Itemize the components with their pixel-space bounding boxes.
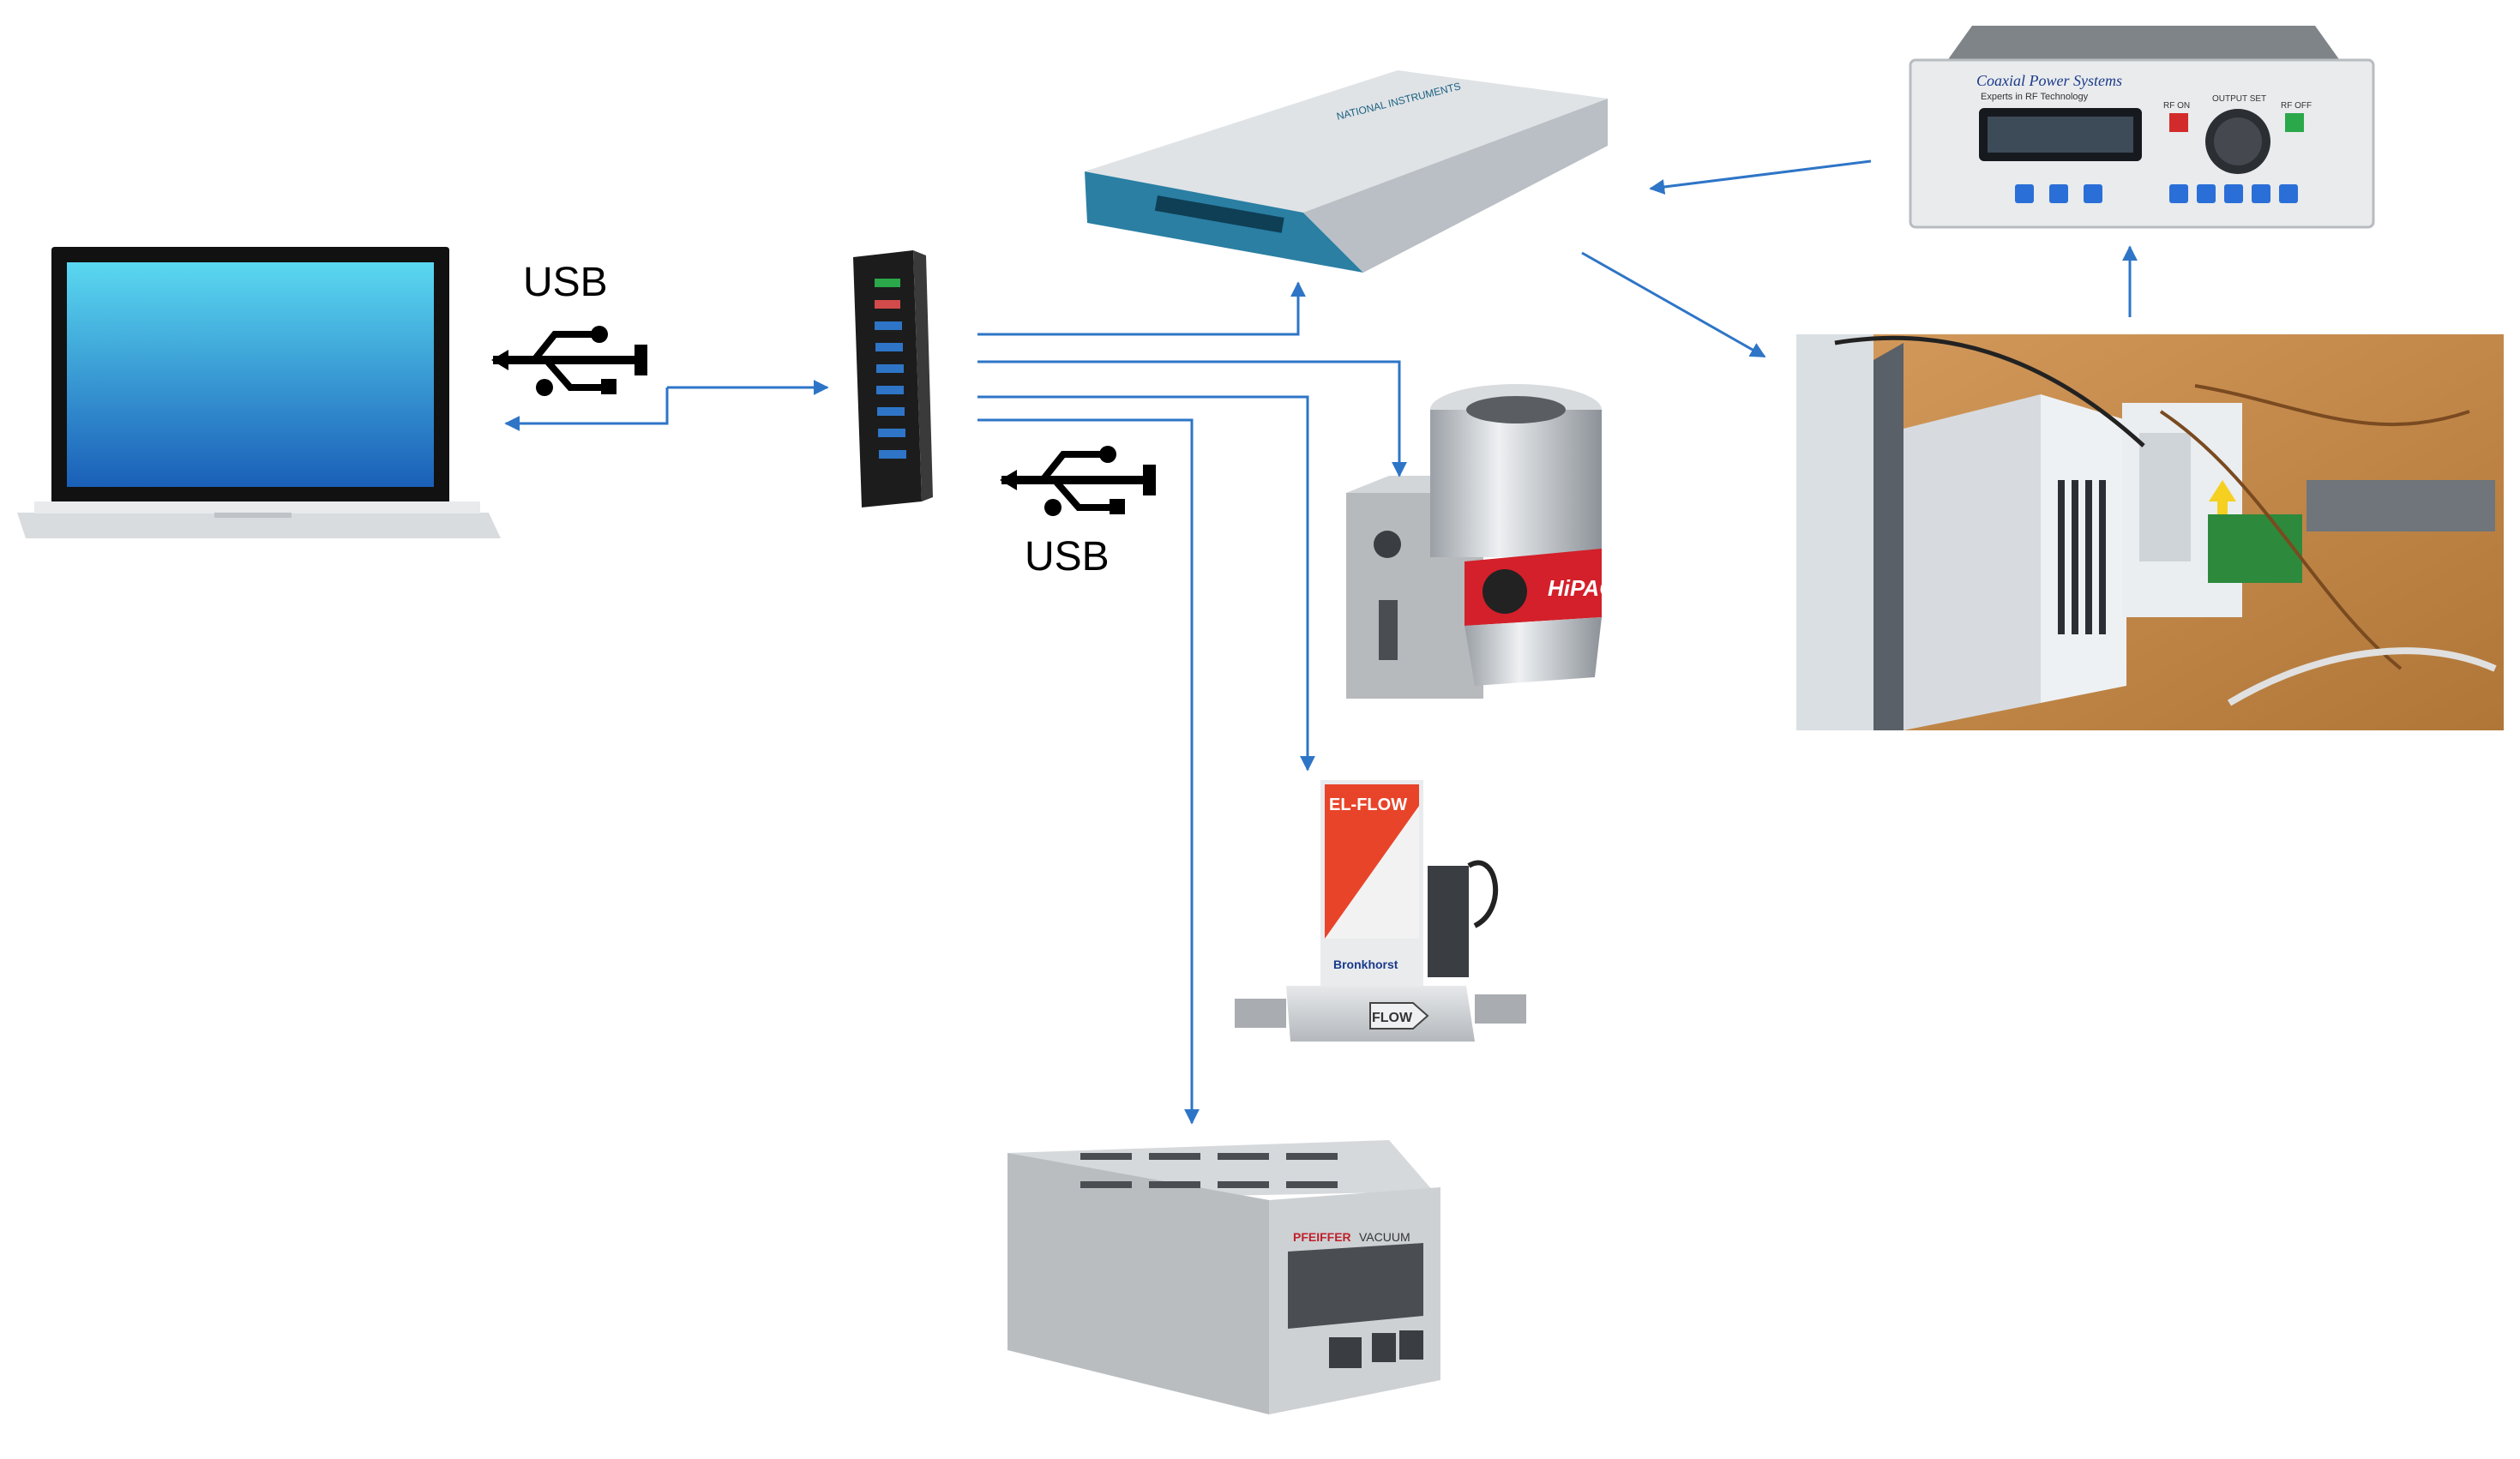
usb-label-bottom: USB (1025, 534, 1110, 579)
data-acquisition-device: NATIONAL INSTRUMENTS (1085, 70, 1608, 273)
arrow-hub-to-daq (977, 281, 1306, 336)
rf-on-label: RF ON (2163, 101, 2190, 111)
gauge-brand-label: PFEIFFER (1293, 1230, 1351, 1244)
laptop (17, 247, 501, 538)
rf-output-set-label: OUTPUT SET (2212, 94, 2266, 104)
rf-tagline-label: Experts in RF Technology (1981, 92, 2089, 102)
arrow-hub-to-laptop (504, 387, 669, 431)
connector-lines (504, 159, 2138, 1125)
arrow-hub-to-pump (977, 360, 1407, 477)
usb-icon (491, 326, 647, 396)
mfc-flow-label: FLOW (1372, 1011, 1413, 1025)
usb-icon (1000, 446, 1156, 516)
hardware-photo (1796, 334, 2504, 730)
usb-label-top: USB (523, 260, 608, 305)
mfc-maker-label: Bronkhorst (1333, 958, 1398, 971)
arrow-hub-to-gauge (977, 418, 1200, 1125)
vacuum-gauge-controller: PFEIFFER VACUUM (1007, 1140, 1440, 1414)
rf-off-label: RF OFF (2281, 101, 2312, 111)
arrow-hub-to-mfc (977, 395, 1315, 772)
mass-flow-controller: EL-FLOW Bronkhorst FLOW (1235, 780, 1526, 1042)
arrow-rf-to-daq (1649, 159, 1872, 195)
rf-power-generator: Coaxial Power Systems Experts in RF Tech… (1909, 26, 2375, 229)
rf-brand-label: Coaxial Power Systems (1976, 72, 2122, 89)
turbo-molecular-pump: HiPACE (1346, 384, 1631, 699)
mfc-brand-label: EL-FLOW (1329, 796, 1407, 814)
usb-hub (853, 250, 933, 507)
gauge-vacuum-label: VACUUM (1359, 1230, 1410, 1244)
pump-brand-label: HiPACE (1548, 575, 1631, 601)
arrow-daq-to-photo (1581, 251, 1766, 358)
